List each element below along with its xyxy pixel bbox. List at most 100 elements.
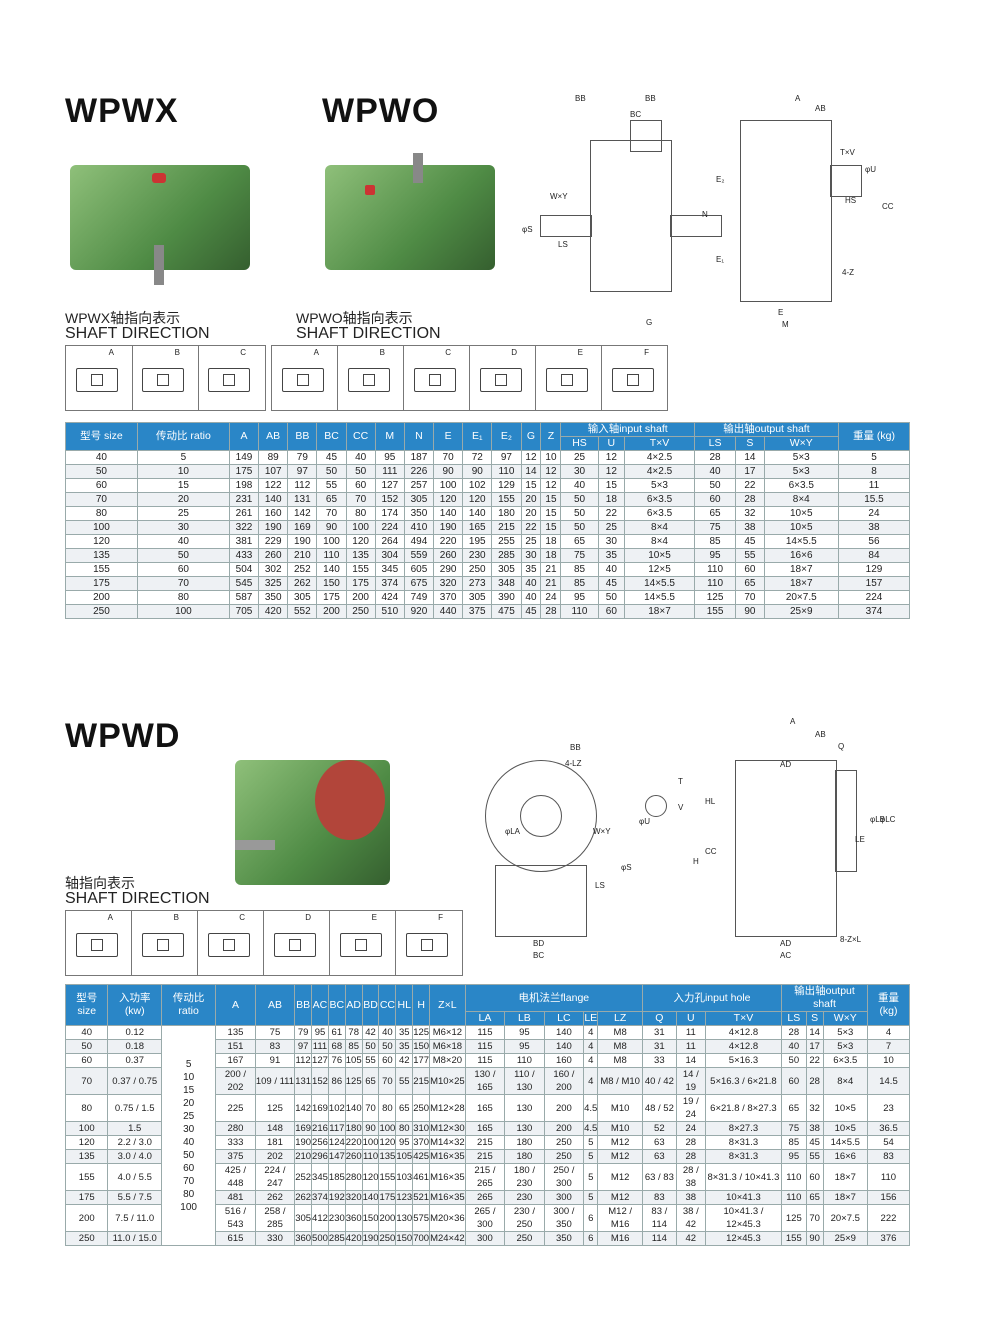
table-cell: 521 [412, 1190, 431, 1205]
group-header: 入力孔input hole [641, 984, 783, 1012]
ratio-value: 100 [180, 1201, 197, 1213]
table-cell: 38 [735, 520, 765, 535]
table-cell: 70 [805, 1204, 824, 1232]
table-cell: 500 [311, 1231, 329, 1246]
table-cell: 167 [215, 1053, 256, 1068]
table-cell: 4×2.5 [624, 450, 695, 465]
shaft-direction-diagram: A [66, 911, 132, 975]
table-cell: 210 [287, 548, 318, 563]
table-cell: 10×5 [763, 520, 839, 535]
table-cell: 125 [254, 1094, 296, 1122]
wpwd-dimension-drawing: BB 4-LZ φLA W×Y φS LS BD BC T V φU A AB … [475, 715, 910, 970]
table-cell: 374 [311, 1190, 329, 1205]
table-cell: 150 [395, 1231, 414, 1246]
table-cell: 33 [641, 1053, 677, 1068]
table-cell: 135 [64, 1149, 109, 1164]
dim-label: E [778, 308, 784, 317]
ratio-value: 30 [183, 1123, 195, 1135]
dim-label: Q [838, 742, 845, 751]
table-cell: 40 [520, 576, 542, 591]
table-cell: 18×7 [624, 604, 695, 619]
shaft-direction-diagram: D [264, 911, 330, 975]
col-header: Q [641, 1011, 677, 1026]
table-cell: 150 [316, 576, 347, 591]
model-title-wpwx: WPWX [65, 92, 179, 130]
table-cell: 63 [641, 1149, 677, 1164]
table-cell: 4.5 [583, 1094, 599, 1122]
table-cell: 35 [597, 548, 626, 563]
table-cell: 30 [560, 464, 599, 479]
table-cell: 8×31.3 / 10×41.3 [704, 1163, 783, 1191]
table-cell: 200 [316, 604, 347, 619]
dim-label: BB [645, 94, 656, 103]
dim-label: G [646, 318, 653, 327]
table-cell: 165 [464, 1121, 506, 1136]
table-cell: 10×41.3 [704, 1190, 783, 1205]
table-cell: 149 [228, 450, 260, 465]
table-cell: M8×20 [429, 1053, 466, 1068]
table-cell: 18×7 [763, 576, 839, 591]
table-cell: 175 [378, 1190, 397, 1205]
table-cell: 14 [520, 464, 542, 479]
caption-cn: WPWO轴指向表示 [296, 310, 413, 326]
table-cell: 40 [520, 590, 542, 605]
table-cell: 120 [378, 1135, 397, 1150]
table-cell: 100 [378, 1121, 397, 1136]
table-cell: M8 [597, 1039, 643, 1054]
col-header: BC [327, 984, 346, 1026]
table-cell: 300 / 350 [543, 1204, 585, 1232]
table-cell: 50 [597, 590, 626, 605]
table-cell: 0.37 / 0.75 [107, 1067, 163, 1095]
table-cell: 224 / 247 [254, 1163, 296, 1191]
table-cell: 310 [412, 1121, 431, 1136]
group-header: 输入轴input shaft [560, 422, 695, 437]
table-cell: 89 [258, 450, 289, 465]
table-cell: 110 [491, 464, 522, 479]
table-cell: 19 / 24 [675, 1094, 706, 1122]
table-cell: 374 [837, 604, 911, 619]
table-cell: 151 [215, 1039, 256, 1054]
table-cell: 111 [311, 1039, 329, 1054]
table-cell: 95 [560, 590, 599, 605]
dim-label: 8-Z×L [840, 935, 862, 944]
table-cell: 90 [735, 604, 765, 619]
table-cell: 6×3.5 [763, 478, 839, 493]
table-cell: 80 [136, 590, 230, 605]
table-cell: M20×36 [429, 1204, 466, 1232]
table-cell: 6 [583, 1231, 599, 1246]
table-cell: 85 [781, 1135, 807, 1150]
shaft-direction-diagram: B [132, 346, 199, 410]
dim-label: φS [621, 863, 632, 872]
table-cell: 65 [735, 576, 765, 591]
table-cell: 4 [583, 1025, 599, 1040]
table-cell: 50 [560, 492, 599, 507]
table-cell: 195 [462, 534, 493, 549]
col-header: T×V [704, 1011, 783, 1026]
dim-label: W×Y [550, 192, 568, 201]
table-cell: 60 [136, 562, 230, 577]
table-cell: 5×3 [763, 464, 839, 479]
table-cell: 150 [412, 1039, 431, 1054]
table-cell: 381 [228, 534, 260, 549]
table-cell: 110 [866, 1163, 911, 1191]
table-cell: 60 [735, 562, 765, 577]
table-cell: 28 [781, 1025, 807, 1040]
table-cell: 120 [64, 1135, 109, 1150]
table-cell: 4 [866, 1025, 911, 1040]
table-cell: 14.5 [866, 1067, 911, 1095]
table-cell: 6 [583, 1204, 599, 1232]
table-cell: 348 [491, 576, 522, 591]
shaft-direction-diagram: B [132, 911, 198, 975]
table-cell: 156 [866, 1190, 911, 1205]
table-cell: 305 [294, 1204, 313, 1232]
table-cell: 120 [433, 492, 464, 507]
table-cell: M12×28 [429, 1094, 466, 1122]
table-cell: 559 [403, 548, 435, 563]
table-cell: 15 [540, 520, 562, 535]
table-cell: 22 [735, 478, 765, 493]
table-cell: 10 [540, 450, 562, 465]
table-cell: 155 [65, 562, 138, 577]
table-cell: 230 / 250 [504, 1204, 545, 1232]
